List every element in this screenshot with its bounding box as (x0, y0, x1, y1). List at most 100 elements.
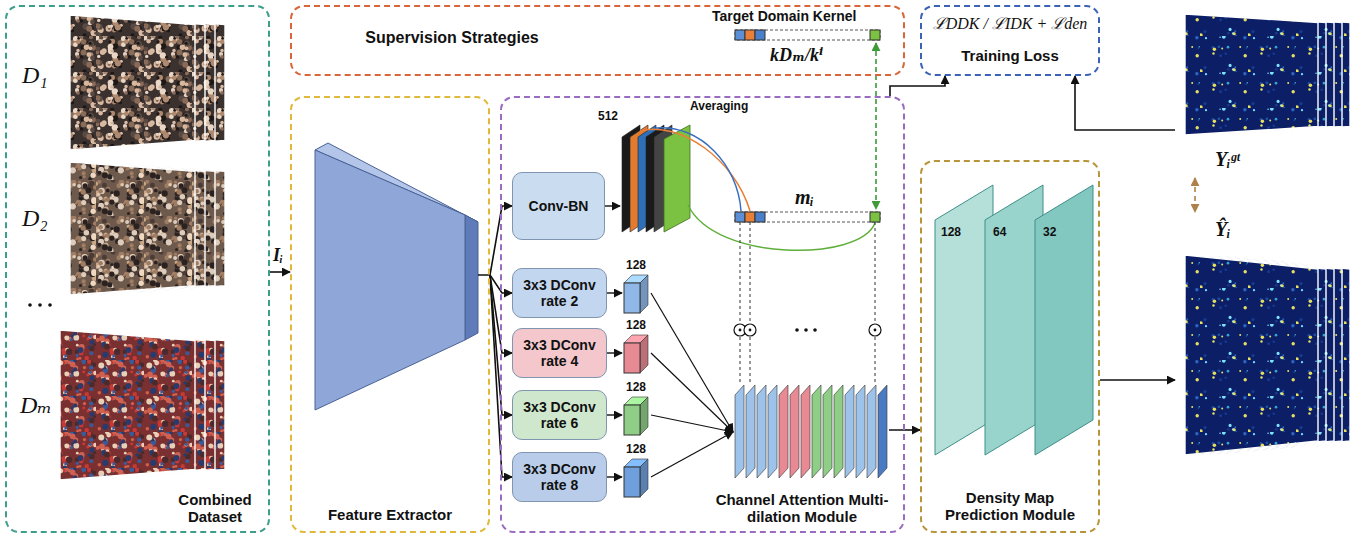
feature-slice (757, 385, 766, 478)
vector-cell (755, 212, 765, 222)
feature-slice (845, 385, 854, 478)
channel-count: 128 (941, 226, 961, 239)
vector-cell (735, 212, 745, 222)
density-map (1185, 255, 1318, 455)
feature-slice (801, 385, 810, 478)
extractor-front (315, 150, 465, 410)
panel-title: Combined Dataset (170, 491, 260, 526)
dataset-symbol: Dₘ (20, 392, 52, 418)
arrow (605, 292, 622, 293)
multiply-symbol (739, 329, 742, 332)
dataset-panel: Combined Dataset (5, 5, 270, 533)
vector-cell (870, 30, 880, 40)
kernel-title: Target Domain Kernel (712, 9, 856, 24)
panel-title: Training Loss (922, 47, 1098, 64)
ellipsis-dot (804, 328, 808, 332)
feature-slice (812, 385, 821, 478)
channel-count: 128 (626, 443, 646, 456)
feature-cube (640, 459, 648, 497)
feature-slice (790, 385, 799, 478)
conv-layer (1035, 185, 1093, 455)
process-box: 3x3 DConv rate 8 (512, 452, 607, 502)
feature-extractor-panel: Feature Extractor (290, 96, 490, 533)
channel-count: 32 (1043, 226, 1056, 239)
multiply-symbol (744, 324, 756, 336)
flow-arrow (890, 76, 945, 96)
multiply-symbol (869, 324, 881, 336)
dashed-line (750, 337, 751, 384)
vector-cell (755, 30, 765, 40)
arrow (605, 414, 622, 415)
crowd-image (70, 15, 195, 150)
ellipsis-dot (38, 303, 42, 307)
dashed-line (875, 222, 876, 323)
connector-stub (889, 429, 905, 431)
arrow (651, 432, 733, 477)
box-label: 3x3 DConv rate 2 (517, 277, 602, 309)
edge-label: Iᵢ (273, 246, 283, 266)
conv-layer (985, 185, 1043, 455)
attention-module-panel: Channel Attention Multi-dilation Module C… (500, 96, 905, 533)
vector-bar (735, 212, 880, 222)
flow-arrow (1100, 379, 1175, 381)
feature-cube (624, 405, 640, 435)
crowd-image (60, 330, 195, 480)
panel-title: Channel Attention Multi-dilation Module (707, 491, 897, 526)
feature-slice (856, 385, 865, 478)
flow-arrow (1075, 76, 1175, 130)
process-box: 3x3 DConv rate 4 (512, 328, 607, 378)
arrow (605, 476, 622, 477)
dashed-line (750, 222, 751, 323)
process-box: Conv-BN (512, 172, 605, 240)
feature-slice (746, 385, 755, 478)
ellipsis-dot (813, 328, 817, 332)
vector-cell (745, 212, 755, 222)
box-label: Conv-BN (529, 198, 589, 214)
conv-layer (935, 185, 993, 455)
feature-slice (768, 385, 777, 478)
arrow (651, 293, 733, 432)
dashed-line (875, 337, 876, 384)
channel-count: 512 (598, 110, 618, 123)
panel-title: Ŷᵢ (1215, 218, 1285, 241)
density-module-panel: Density Map Prediction Module (920, 160, 1100, 533)
extractor-side (465, 215, 478, 340)
feature-slice (823, 385, 832, 478)
multiply-symbol (749, 329, 752, 332)
vector-bar (735, 30, 880, 40)
attention-symbol: mᵢ (795, 186, 814, 208)
vector-cell (735, 30, 745, 40)
flow-arrow (905, 429, 920, 431)
density-map (1185, 14, 1318, 135)
operation-label: Averaging (690, 100, 748, 113)
dashed-line (740, 222, 741, 323)
dataset-symbol: D₂ (22, 205, 48, 231)
feature-slice (834, 385, 843, 478)
supervision-arrow (875, 43, 877, 209)
arrow (605, 352, 622, 353)
box-label: 3x3 DConv rate 8 (517, 461, 602, 493)
flow-arrow (270, 271, 290, 273)
arrow (651, 415, 733, 432)
arrow (651, 353, 733, 432)
averaging-curve (656, 128, 741, 211)
panel-title: Density Map Prediction Module (930, 489, 1090, 524)
kernel-symbol: kDₘ/kⁱ (770, 46, 823, 66)
vector-cell (870, 212, 880, 222)
vector-cell (745, 30, 755, 40)
feature-cube (624, 467, 640, 497)
comparison-arrow (1194, 178, 1196, 212)
panel-title: Feature Extractor (292, 506, 488, 523)
feature-cube (624, 343, 640, 373)
channel-count: 64 (993, 226, 1006, 239)
channel-count: 128 (626, 259, 646, 272)
panel-title: ℒDDK / ℒIDK + ℒden (922, 15, 1098, 33)
averaging-curve (640, 129, 750, 211)
feature-cube (640, 275, 648, 313)
ellipsis-dot (48, 303, 52, 307)
crowd-image (70, 162, 195, 295)
